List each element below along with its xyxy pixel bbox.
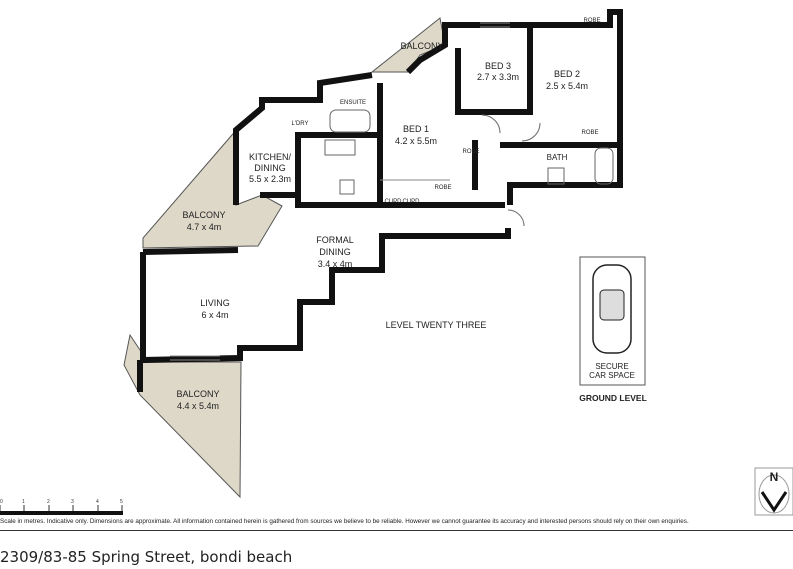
balcony-left-label: BALCONY	[182, 210, 226, 220]
scale-tick: 5	[120, 499, 123, 505]
formal-dining-size: 3.4 x 4m	[317, 259, 353, 269]
bed1-label: BED 1	[402, 124, 430, 134]
ensuite-bath-icon	[329, 109, 371, 133]
formal-dining-label: FORMAL	[316, 235, 354, 245]
bed2-size: 2.5 x 5.4m	[545, 81, 589, 91]
robe-label: ROBE	[434, 185, 452, 191]
car-space-label: SECURE	[595, 362, 629, 371]
kitchen-label-2: DINING	[254, 163, 286, 173]
north-arrow-icon	[754, 467, 793, 516]
kitchen-label: KITCHEN/	[248, 152, 292, 162]
cupd-label: CUPD	[402, 199, 420, 205]
bed1-size: 4.2 x 5.5m	[394, 136, 438, 146]
living-size: 6 x 4m	[201, 310, 229, 320]
shower-icon	[547, 167, 565, 185]
scale-bar	[0, 505, 123, 515]
scale-tick: 3	[71, 499, 74, 505]
scale-tick: 0	[0, 499, 3, 505]
robe-label: ROBE	[583, 18, 601, 24]
kitchen-size: 5.5 x 2.3m	[248, 174, 292, 184]
balcony-top-label: BALCONY	[400, 41, 444, 51]
address: 2309/83-85 Spring Street, bondi beach	[0, 548, 293, 566]
cupd-label: CUPD	[384, 199, 402, 205]
balcony-left-size: 4.7 x 4m	[186, 222, 222, 232]
scale-tick: 1	[22, 499, 25, 505]
bed3-size: 2.7 x 3.3m	[476, 72, 520, 82]
laundry-label: L'DRY	[291, 121, 309, 127]
north-label: N	[769, 470, 779, 484]
fixtures	[324, 109, 614, 227]
car-space-label-2: CAR SPACE	[589, 371, 635, 380]
bath-tub-icon	[594, 147, 614, 185]
door-swing-icon	[481, 114, 501, 134]
bath-label: BATH	[546, 153, 568, 162]
robe-label: ROBE	[462, 149, 480, 155]
scale-tick: 4	[96, 499, 99, 505]
level-label: LEVEL TWENTY THREE	[385, 320, 487, 330]
bed3-label: BED 3	[484, 61, 512, 71]
door-swing-icon	[521, 122, 541, 142]
formal-dining-label-2: DINING	[319, 247, 351, 257]
car-space	[579, 256, 646, 386]
balcony-bottom-size: 4.4 x 5.4m	[176, 401, 220, 411]
ensuite-label: ENSUITE	[339, 100, 367, 106]
divider	[0, 530, 793, 531]
robe-label: ROBE	[581, 130, 599, 136]
balcony-bottom-label: BALCONY	[176, 389, 220, 399]
door-swing-icon	[507, 209, 525, 227]
windows	[170, 22, 510, 361]
sink-icon	[324, 139, 356, 156]
bed2-label: BED 2	[553, 69, 581, 79]
ground-level-label: GROUND LEVEL	[579, 393, 647, 403]
walls	[137, 9, 623, 392]
disclaimer: Scale in metres. Indicative only. Dimens…	[0, 518, 689, 525]
cooktop-icon	[339, 179, 355, 195]
living-label: LIVING	[200, 298, 230, 308]
scale-tick: 2	[47, 499, 50, 505]
